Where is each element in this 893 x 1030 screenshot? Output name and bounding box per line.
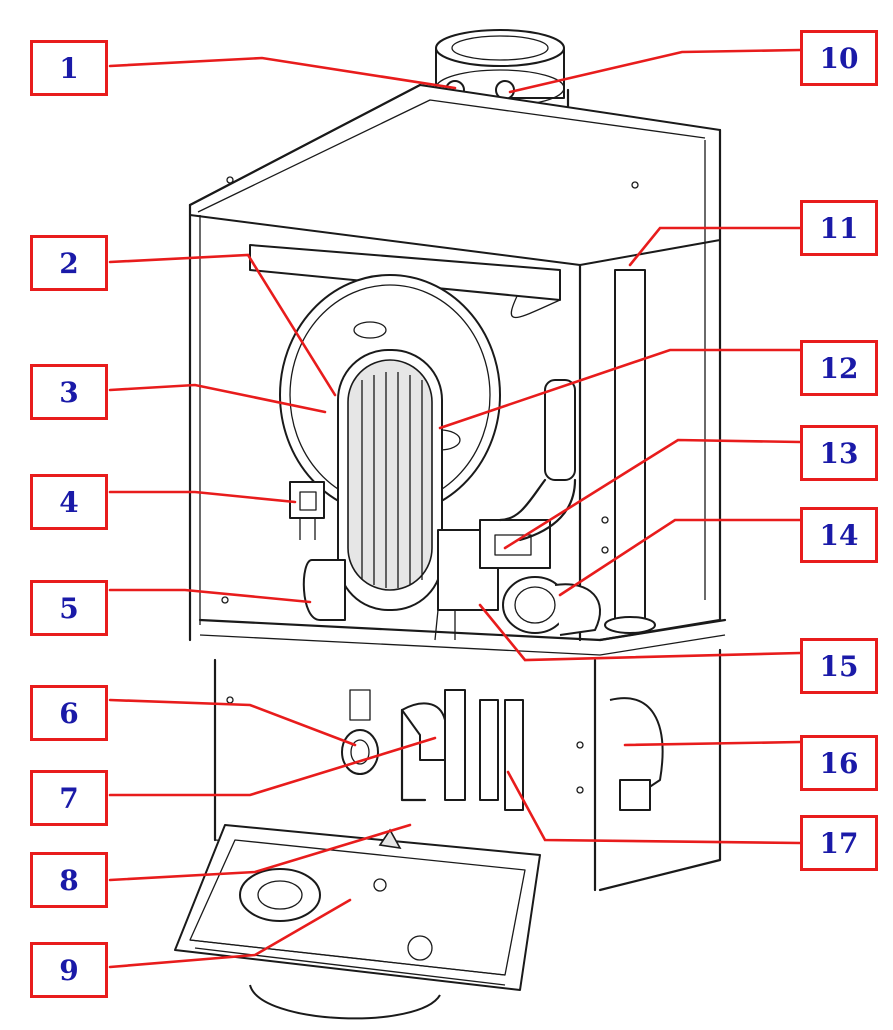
right-pipework xyxy=(498,269,656,634)
callout-13-label: 13 xyxy=(819,436,859,470)
callout-5: 5 xyxy=(30,580,108,636)
callout-8-label: 8 xyxy=(59,863,79,897)
callout-15: 15 xyxy=(800,638,878,694)
heat-exchanger xyxy=(279,274,501,611)
lower-pipework xyxy=(341,689,664,811)
callout-6-label: 6 xyxy=(59,696,79,730)
fan-housing xyxy=(502,576,601,636)
boiler-casing xyxy=(188,83,727,892)
callout-8: 8 xyxy=(30,852,108,908)
callout-4-label: 4 xyxy=(59,485,79,519)
callout-16-label: 16 xyxy=(819,746,859,780)
callout-1-label: 1 xyxy=(59,51,79,85)
callout-7-label: 7 xyxy=(59,781,79,815)
callout-4: 4 xyxy=(30,474,108,530)
callout-10-label: 10 xyxy=(819,41,859,75)
callout-11: 11 xyxy=(800,200,878,256)
callout-3: 3 xyxy=(30,364,108,420)
callout-9: 9 xyxy=(30,942,108,998)
callout-17: 17 xyxy=(800,815,878,871)
leader-lines xyxy=(108,48,802,969)
callout-7: 7 xyxy=(30,770,108,826)
callout-6: 6 xyxy=(30,685,108,741)
callout-5-label: 5 xyxy=(59,591,79,625)
callout-3-label: 3 xyxy=(59,375,79,409)
callout-13: 13 xyxy=(800,425,878,481)
callout-17-label: 17 xyxy=(819,826,859,860)
callout-12-label: 12 xyxy=(819,351,859,385)
callout-14-label: 14 xyxy=(819,518,859,552)
bottom-tray xyxy=(174,824,541,1020)
callout-16: 16 xyxy=(800,735,878,791)
left-components xyxy=(289,481,346,621)
callout-15-label: 15 xyxy=(819,649,859,683)
callout-1: 1 xyxy=(30,40,108,96)
callout-14: 14 xyxy=(800,507,878,563)
callout-9-label: 9 xyxy=(59,953,79,987)
callout-10: 10 xyxy=(800,30,878,86)
callout-2-label: 2 xyxy=(59,246,79,280)
gas-valve xyxy=(434,519,551,641)
callout-12: 12 xyxy=(800,340,878,396)
callout-11-label: 11 xyxy=(819,211,859,245)
callout-2: 2 xyxy=(30,235,108,291)
